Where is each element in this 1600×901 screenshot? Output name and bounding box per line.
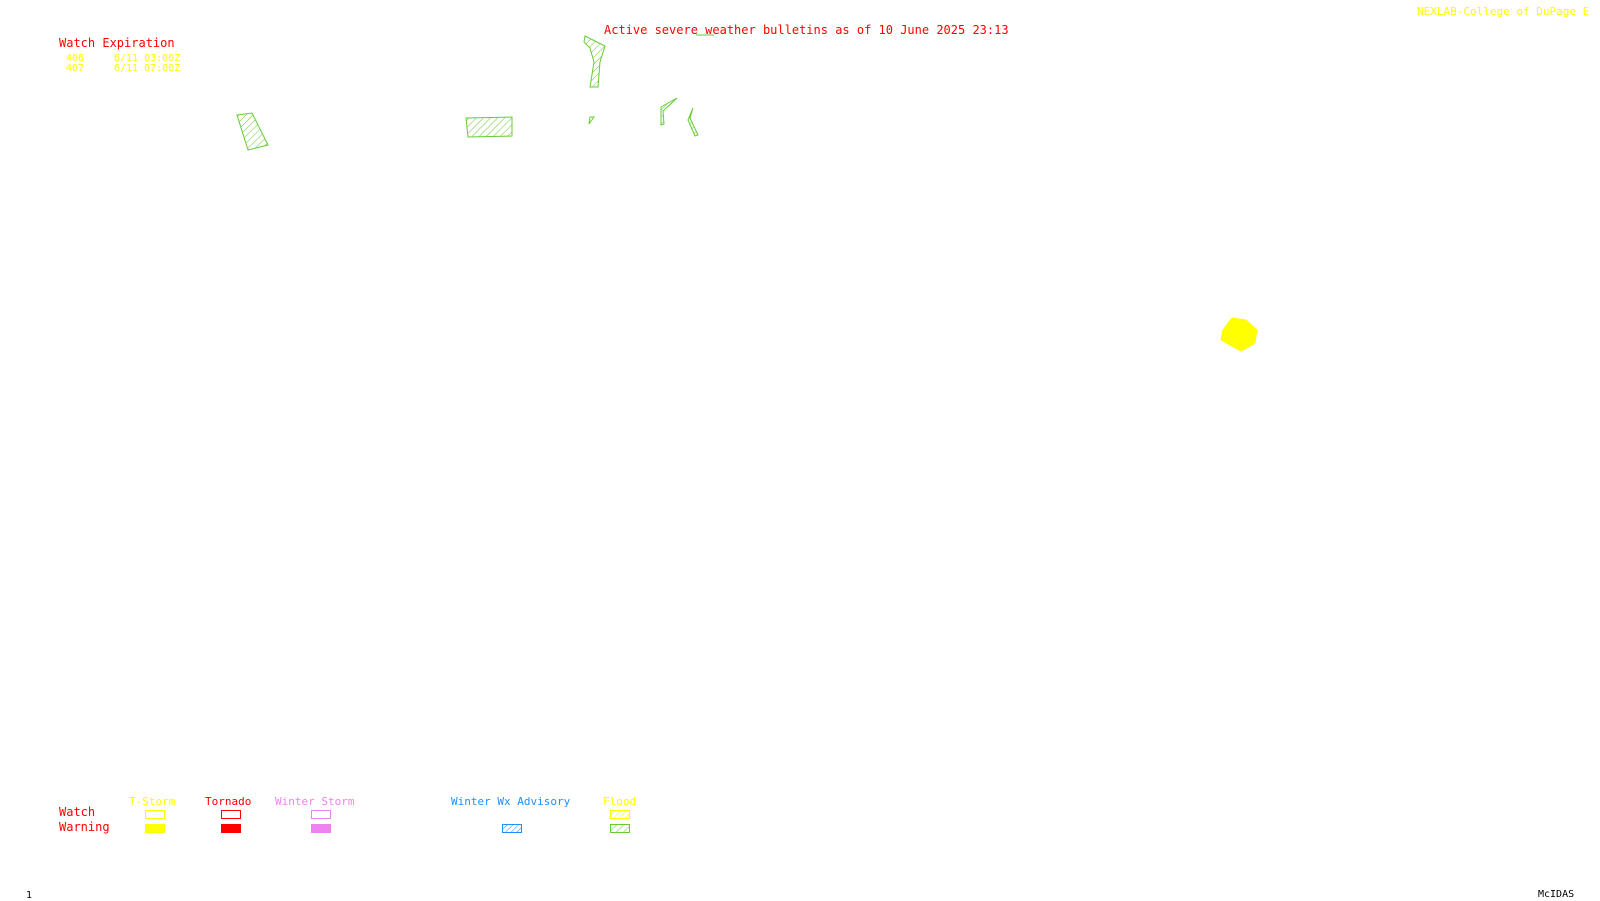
legend-label-tornado: Tornado [205,795,252,808]
legend-swatch-winter-wx-advisory [502,824,522,833]
legend-swatch-tornado-watch [221,810,241,819]
flood-warning-polygon [465,116,513,138]
legend-swatch-winter-storm-watch [311,810,331,819]
legend-swatch-tstorm-watch [145,810,165,819]
legend-swatch-tstorm-warning [145,824,165,833]
legend-label-flood: Flood [603,795,637,808]
legend-swatch-flood-watch [610,810,630,819]
legend-row-watch: Watch [59,805,96,819]
legend-swatch-winter-storm-warning [311,824,331,833]
flood-warning-polygon [660,97,678,126]
legend-row-warning: Warning [59,820,110,834]
watch-expires: 6/11 07:00Z [114,63,181,74]
software-label: McIDAS [1538,889,1575,900]
flood-warning-polygon [583,35,606,88]
flood-warning-polygon [687,107,699,137]
legend-label-winter-wx-advisory: Winter Wx Advisory [451,795,571,808]
watch-expires: 6/11 03:00Z [114,53,181,64]
legend-swatch-flood-warning [610,824,630,833]
watch-number: 406 [66,53,85,64]
source-credit: NEXLAB-College of DuPage E [1417,5,1590,18]
bulletin-title: Active severe weather bulletins as of 10… [604,23,1009,37]
frame-number: 1 [26,890,33,901]
legend-swatch-tornado-warning [221,824,241,833]
flood-warning-polygon [588,116,595,125]
tstorm-warning-polygon [1220,317,1258,352]
legend-label-tstorm: T-Storm [129,795,176,808]
legend-label-winter-storm: Winter Storm [275,795,355,808]
watch-number: 407 [66,63,85,74]
flood-warning-polygon [236,112,269,151]
watch-expiration-heading: Watch Expiration [59,36,175,50]
